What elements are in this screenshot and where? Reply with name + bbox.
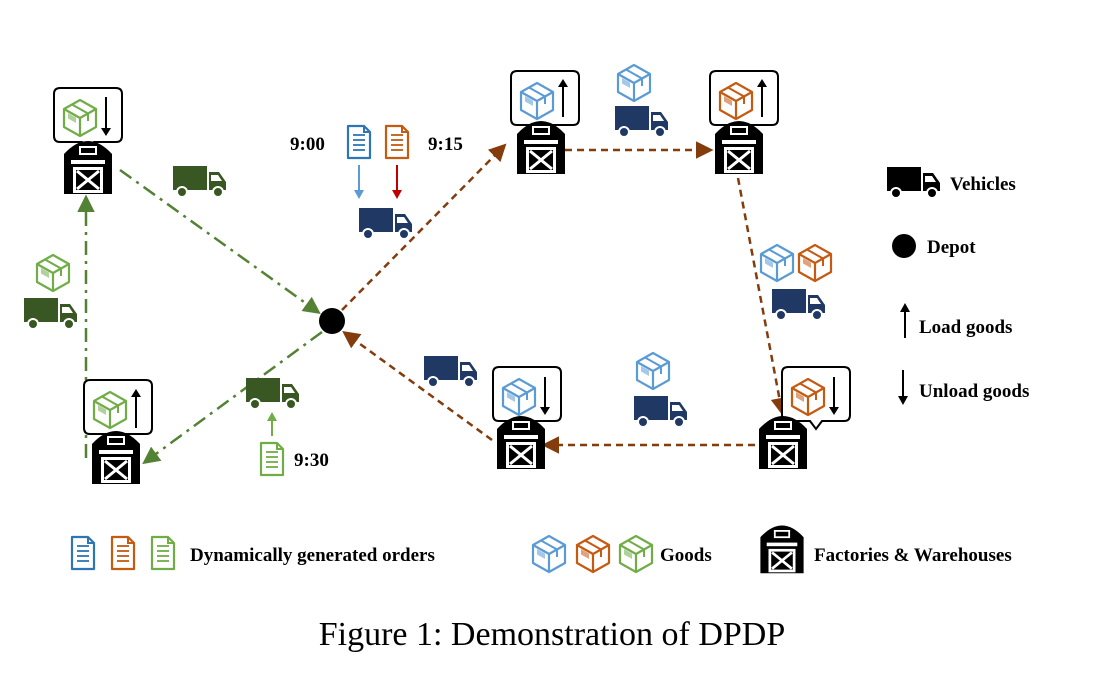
legend-load-label: Load goods [919, 317, 1012, 338]
goods-box-blue-icon [616, 63, 652, 103]
legend-factories-label: Factories & Warehouses [814, 545, 1012, 566]
legend-box-blue-icon [531, 534, 567, 574]
load-arrow-icon [131, 389, 141, 428]
order-doc-orange-icon [384, 124, 410, 160]
order-arrowhead-red [392, 190, 402, 199]
goods-box-orange-icon [718, 81, 754, 121]
truck-icon [245, 377, 300, 410]
legend-depot-icon [892, 234, 916, 258]
route-brown-3 [736, 177, 789, 416]
unload-arrow-icon [829, 377, 839, 415]
warehouse-node-6 [492, 366, 562, 471]
barn-icon [757, 414, 809, 471]
route-green-1 [119, 168, 321, 315]
truck-icon [771, 288, 826, 321]
warehouse-node-2 [83, 379, 153, 486]
unload-arrow-icon [540, 377, 550, 415]
order-arrowhead-green [267, 412, 277, 421]
warehouse-node-5 [757, 366, 851, 471]
barn-icon [495, 414, 547, 471]
legend-unload-label: Unload goods [919, 381, 1029, 402]
legend-depot-label: Depot [927, 237, 976, 258]
truck-icon [23, 297, 78, 330]
truck-icon [614, 105, 669, 138]
load-arrow-icon [757, 79, 767, 117]
legend-doc-green-icon [150, 535, 176, 571]
route-green-2 [142, 330, 323, 465]
barn-icon [515, 119, 567, 176]
barn-icon [62, 139, 114, 196]
legend-box-green-icon [618, 534, 654, 574]
unload-arrow-icon [101, 97, 111, 136]
warehouse-node-1 [53, 87, 123, 196]
green-routes [77, 168, 323, 465]
figure-caption: Figure 1: Demonstration of DPDP [319, 616, 786, 653]
time-label-2: 9:15 [428, 134, 463, 155]
bottom-legend: Dynamically generated orders Goods Facto… [70, 524, 1012, 575]
legend-box-orange-icon [575, 534, 611, 574]
load-arrow-icon [558, 79, 568, 117]
route-brown-1 [341, 143, 507, 311]
goods-box-green-icon [92, 390, 128, 430]
goods-box-blue-icon [501, 377, 537, 417]
truck-icon [172, 165, 227, 198]
goods-box-orange-icon [797, 243, 833, 283]
barn-icon [713, 119, 765, 176]
truck-icon [423, 355, 478, 388]
warehouse-node-4 [709, 70, 779, 176]
route-brown-5 [342, 330, 493, 442]
legend-doc-orange-icon [110, 535, 136, 571]
legend: Vehicles Depot Load goods Unload goods [886, 166, 1029, 405]
legend-doc-blue-icon [70, 535, 96, 571]
barn-icon [90, 429, 142, 486]
legend-goods-label: Goods [660, 545, 712, 566]
goods-box-blue-icon [635, 351, 671, 391]
goods-box-blue-icon [519, 81, 555, 121]
time-label-1: 9:00 [290, 134, 325, 155]
order-arrowhead-blue [354, 190, 364, 199]
depot [319, 308, 345, 334]
goods-box-orange-icon [790, 377, 826, 417]
brown-routes [341, 141, 789, 454]
warehouse-node-3 [510, 70, 580, 176]
truck-icon [633, 395, 688, 428]
goods-box-green-icon [62, 98, 98, 138]
time-label-3: 9:30 [294, 450, 329, 471]
legend-truck-icon [886, 166, 941, 199]
legend-orders-label: Dynamically generated orders [190, 545, 435, 566]
order-doc-green-icon [259, 441, 285, 477]
goods-box-blue-icon [759, 243, 795, 283]
truck-icon [358, 207, 413, 240]
legend-barn-icon [759, 524, 805, 575]
goods-box-green-icon [35, 253, 71, 293]
order-doc-blue-icon [346, 124, 372, 160]
legend-vehicles-label: Vehicles [950, 174, 1016, 195]
